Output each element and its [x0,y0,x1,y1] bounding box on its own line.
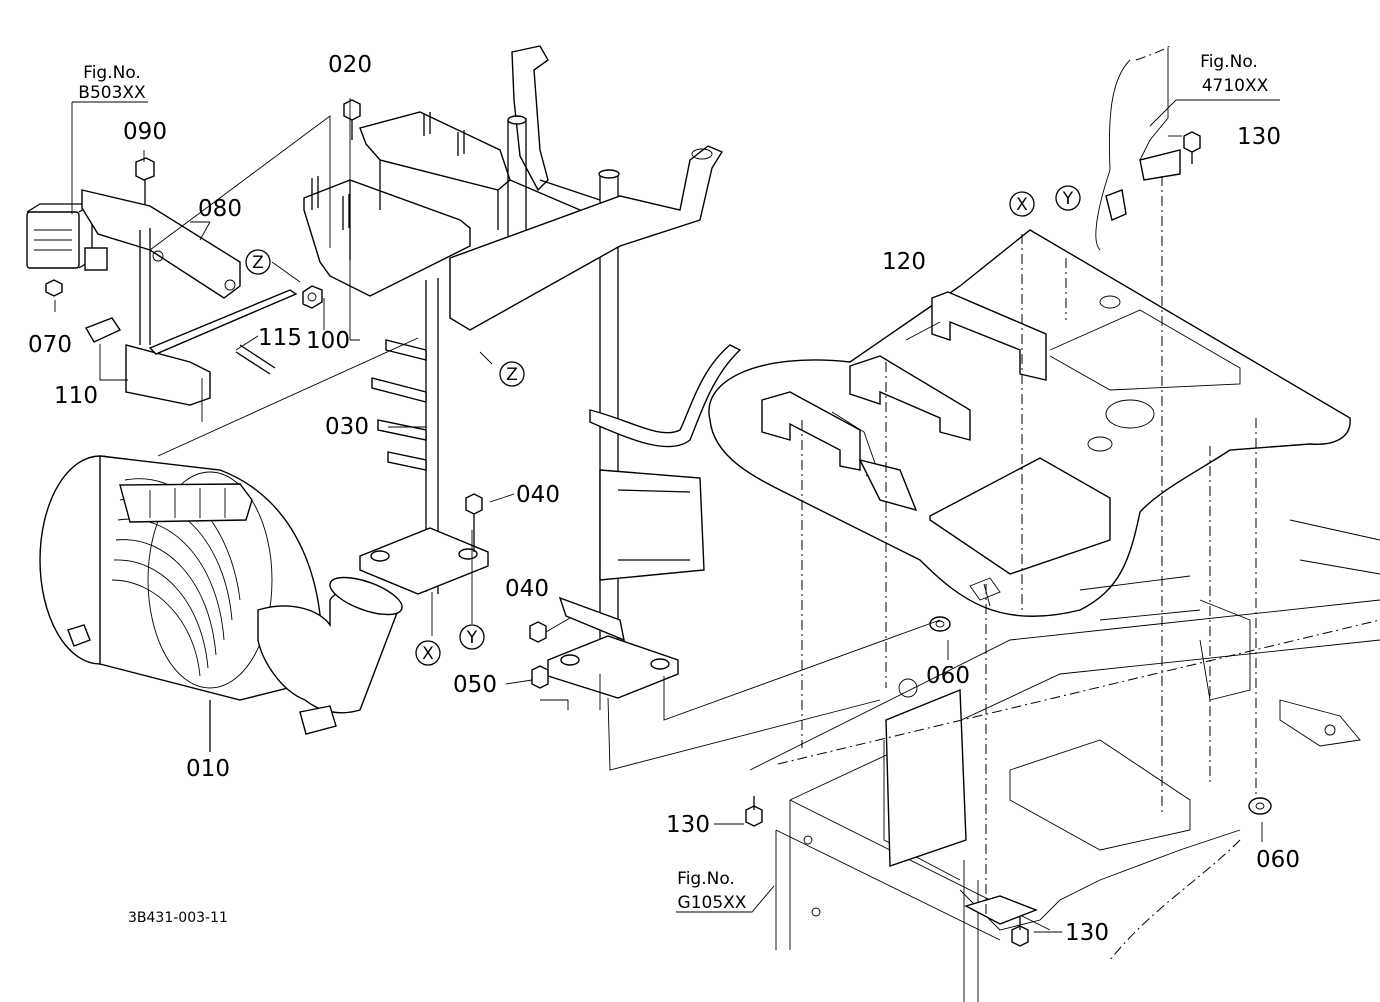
part-label-040: 040 [505,576,549,602]
part-label-130: 130 [666,812,710,838]
part-label-100: 100 [306,328,350,354]
connection-marker-y1: Y [459,624,485,650]
connection-marker-z2: Z [499,361,525,387]
figure-ref-caption: Fig.No. [1200,52,1258,72]
drawing-code: 3B431-003-11 [128,910,228,926]
marker-x-label: X [422,644,434,664]
part-label-060: 060 [1256,847,1300,873]
part-label-040: 040 [516,482,560,508]
figure-ref-number: 4710XX [1202,76,1269,96]
support-frame-drawing [303,45,742,699]
figure-ref-number: G105XX [678,893,747,913]
part-label-030: 030 [325,414,369,440]
part-label-010: 010 [186,756,230,782]
connection-marker-y2: Y [1055,185,1081,211]
connection-marker-x1: X [415,640,441,666]
marker-z-label: Z [252,253,264,273]
bracket-assembly-drawing [26,157,323,406]
leader-lines [54,98,1280,933]
connection-marker-z1: Z [245,249,271,275]
marker-z-label: Z [506,365,518,385]
part-label-080: 080 [198,196,242,222]
part-label-115: 115 [258,325,302,351]
part-label-120: 120 [882,249,926,275]
part-label-110: 110 [54,383,98,409]
figure-ref-number: B503XX [78,83,146,103]
figure-ref-caption: Fig.No. [677,869,735,889]
part-label-070: 070 [28,332,72,358]
base-frame-drawing [745,519,1380,1002]
part-label-130: 130 [1065,920,1109,946]
figure-ref-b503: Fig.No. B503XX [78,63,146,103]
part-label-090: 090 [123,119,167,145]
air-cleaner-drawing [39,455,403,752]
part-label-130: 130 [1237,124,1281,150]
assembly-centerlines [777,45,1380,961]
figure-ref-g105: Fig.No. G105XX [677,869,747,913]
connection-marker-x2: X [1009,191,1035,217]
part-label-060: 060 [926,663,970,689]
marker-x-label: X [1016,195,1028,215]
part-label-050: 050 [453,672,497,698]
marker-y-label: Y [466,628,478,648]
floor-plate-drawing [708,48,1351,815]
figure-ref-caption: Fig.No. [83,63,141,83]
marker-y-label: Y [1062,189,1074,209]
part-label-020: 020 [328,52,372,78]
figure-ref-4710: Fig.No. 4710XX [1200,52,1268,96]
